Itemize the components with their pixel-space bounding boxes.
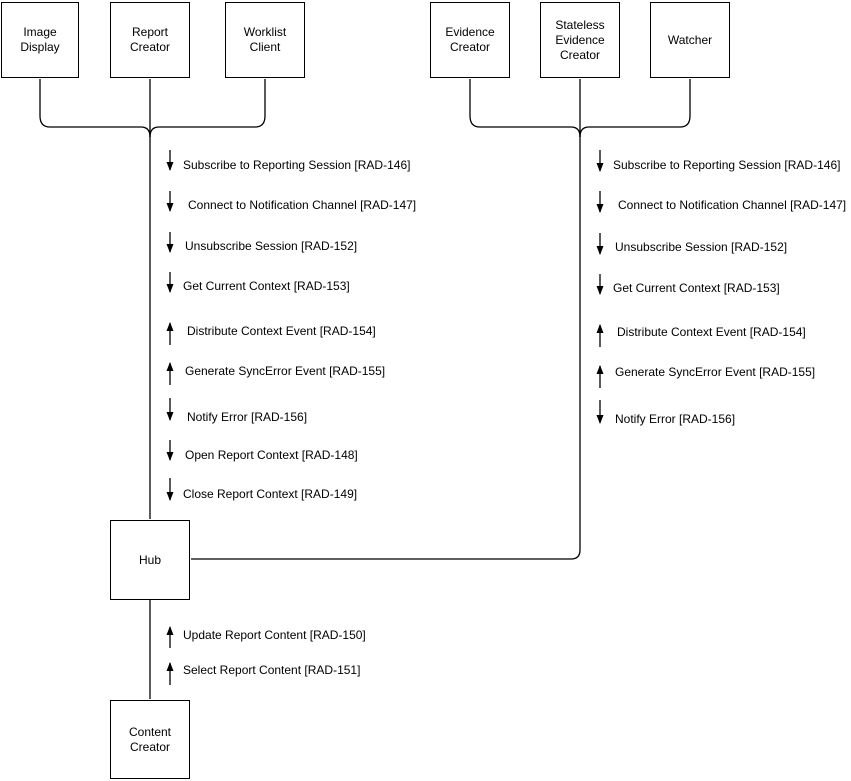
flow-label-left-connect: Connect to Notification Channel [RAD-147…: [188, 198, 417, 212]
node-image-display: Image Display: [1, 2, 79, 78]
node-label: Image Display: [20, 25, 60, 54]
flow-label-left-subscribe: Subscribe to Reporting Session [RAD-146]: [183, 158, 411, 172]
flow-label-right-generate-syncerror-event: Generate SyncError Event [RAD-155]: [615, 365, 816, 379]
node-evidence-creator: Evidence Creator: [430, 2, 510, 78]
node-watcher: Watcher: [650, 2, 730, 78]
flow-label-right-connect: Connect to Notification Channel [RAD-147…: [618, 198, 847, 212]
connector-right-group-to-hub: [191, 79, 581, 560]
flow-label-right-unsubscribe: Unsubscribe Session [RAD-152]: [615, 240, 788, 254]
flow-label-right-notify-error: Notify Error [RAD-156]: [615, 412, 736, 426]
node-label: Stateless Evidence Creator: [555, 17, 605, 62]
node-label: Hub: [138, 552, 161, 567]
connector-evidence-creator-merge: [469, 79, 581, 138]
node-label: Worklist Client: [243, 25, 287, 54]
flow-label-left-distribute-context-event: Distribute Context Event [RAD-154]: [187, 324, 376, 338]
node-label: Report Creator: [129, 25, 170, 54]
node-hub: Hub: [110, 520, 190, 600]
node-stateless-evidence-creator: Stateless Evidence Creator: [540, 2, 620, 78]
connector-watcher-merge: [579, 79, 691, 138]
connector-worklist-client-merge: [149, 79, 266, 138]
flow-label-select-report-content: Select Report Content [RAD-151]: [183, 663, 361, 677]
node-label: Content Creator: [128, 724, 172, 754]
node-worklist-client: Worklist Client: [225, 2, 305, 78]
flow-label-right-get-current-context: Get Current Context [RAD-153]: [613, 281, 780, 295]
flow-label-left-unsubscribe: Unsubscribe Session [RAD-152]: [185, 239, 358, 253]
flow-label-update-report-content: Update Report Content [RAD-150]: [183, 628, 366, 642]
flow-label-right-distribute-context-event: Distribute Context Event [RAD-154]: [617, 325, 806, 339]
flow-label-left-open-report-context: Open Report Context [RAD-148]: [185, 448, 358, 462]
flow-label-left-get-current-context: Get Current Context [RAD-153]: [183, 279, 350, 293]
flow-label-right-subscribe: Subscribe to Reporting Session [RAD-146]: [613, 158, 841, 172]
flow-label-left-notify-error: Notify Error [RAD-156]: [187, 410, 308, 424]
node-label: Watcher: [667, 32, 713, 47]
node-content-creator: Content Creator: [110, 700, 190, 779]
flow-label-left-close-report-context: Close Report Context [RAD-149]: [183, 487, 358, 501]
connector-image-display-merge: [39, 79, 151, 138]
flow-label-left-generate-syncerror-event: Generate SyncError Event [RAD-155]: [185, 364, 386, 378]
node-label: Evidence Creator: [445, 25, 495, 54]
node-report-creator: Report Creator: [110, 2, 190, 78]
